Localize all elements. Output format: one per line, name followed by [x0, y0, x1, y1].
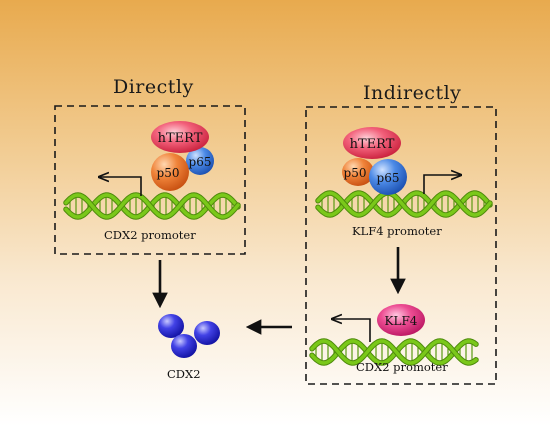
klf4-protein — [377, 304, 425, 336]
htert-label-right: hTERT — [350, 137, 395, 152]
label-cdx2-promoter-right: CDX2 promoter — [356, 360, 448, 374]
transcription-arrow-klf4 — [423, 175, 460, 194]
p65-protein-right — [369, 159, 407, 195]
cdx2-blob-3 — [171, 334, 197, 358]
indirect-pathway-box — [305, 106, 497, 385]
heading-directly: Directly — [113, 76, 194, 98]
direct-pathway-box — [54, 105, 246, 255]
dna-helix-cdx2-left — [63, 192, 241, 220]
dna-helix-cdx2-right — [309, 338, 479, 366]
p65-label-right: p65 — [377, 171, 400, 185]
p50-protein-left — [151, 153, 189, 191]
p50-protein-right — [342, 158, 374, 186]
dna-helix-klf4 — [315, 190, 493, 218]
p65-label-left: p65 — [189, 155, 212, 169]
klf4-label: KLF4 — [385, 314, 418, 328]
transcription-arrow-cdx2-right — [333, 319, 371, 342]
label-klf4-promoter: KLF4 promoter — [352, 224, 442, 238]
cdx2-blob-1 — [158, 314, 184, 338]
label-cdx2-promoter-left: CDX2 promoter — [104, 228, 196, 242]
heading-indirectly: Indirectly — [363, 82, 462, 104]
htert-label-left: hTERT — [158, 131, 203, 146]
dna-strand-b — [316, 191, 492, 217]
htert-protein-left — [151, 121, 209, 153]
dna-strand-b — [64, 193, 240, 219]
p65-protein-left — [186, 147, 214, 175]
p50-label-right: p50 — [344, 166, 367, 180]
transcription-arrow-left — [100, 177, 142, 196]
cdx2-blob-2 — [194, 321, 220, 345]
htert-protein-right — [343, 127, 401, 159]
dna-strand-b — [310, 339, 478, 365]
label-cdx2: CDX2 — [167, 367, 201, 381]
p50-label-left: p50 — [157, 166, 180, 180]
